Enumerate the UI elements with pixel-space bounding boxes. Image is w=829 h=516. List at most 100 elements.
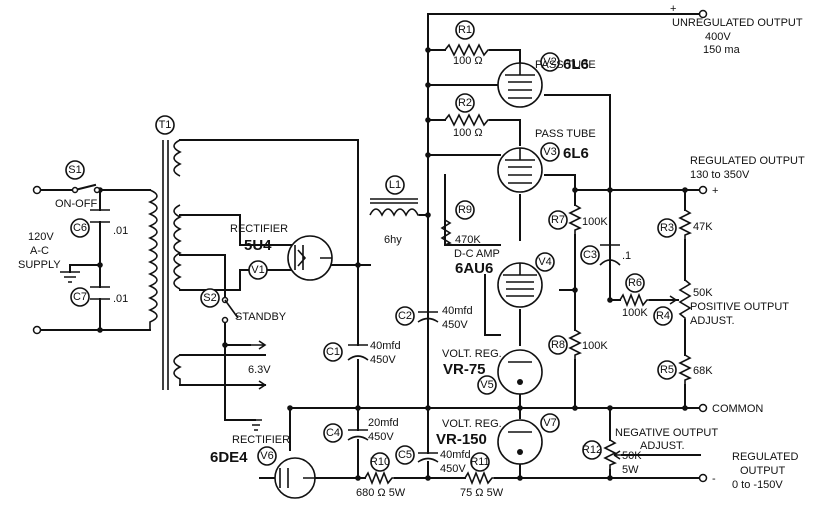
- tube-v2-symbol: [497, 62, 543, 108]
- svg-text:V1: V1: [251, 264, 264, 276]
- resistor-r9-symbol: [440, 219, 452, 246]
- c6-value: .01: [113, 225, 128, 237]
- tube-v5-symbol: [497, 349, 543, 395]
- svg-text:S1: S1: [68, 164, 81, 176]
- svg-text:R12: R12: [582, 444, 602, 456]
- c2-value-2: 450V: [442, 319, 468, 331]
- r10-value: 680 Ω 5W: [356, 487, 406, 499]
- id-v3: V3: [540, 142, 560, 162]
- c1-value-2: 450V: [370, 354, 396, 366]
- terminals: [32, 9, 708, 483]
- input-ac: A-C: [30, 245, 49, 257]
- id-r3: R3: [657, 218, 677, 238]
- capacitor-c2-symbol: [417, 311, 439, 323]
- resistor-r4-symbol: [678, 279, 692, 320]
- v3-type: 6L6: [563, 145, 589, 162]
- svg-text:T1: T1: [159, 119, 172, 131]
- svg-text:V6: V6: [260, 450, 273, 462]
- id-c1: C1: [323, 342, 343, 362]
- id-r1: R1: [455, 20, 475, 40]
- capacitor-c3-symbol: [599, 244, 621, 266]
- v5-role: VOLT. REG.: [442, 348, 502, 360]
- wiring: [39, 13, 701, 479]
- tube-v1-symbol: [287, 235, 333, 281]
- r6-value: 100K: [622, 307, 648, 319]
- svg-text:V3: V3: [543, 146, 556, 158]
- id-r9: R9: [455, 200, 475, 220]
- svg-text:C4: C4: [326, 427, 340, 439]
- switches: [71, 186, 239, 324]
- id-r11: R11: [470, 452, 490, 472]
- s2-label: STANDBY: [235, 311, 287, 323]
- svg-text:C5: C5: [398, 449, 412, 461]
- r12-value-1: 50K: [622, 450, 642, 462]
- svg-text:C6: C6: [73, 222, 87, 234]
- v4-role: D-C AMP: [454, 248, 500, 260]
- v3-role: PASS TUBE: [535, 128, 596, 140]
- resistor-r8-symbol: [568, 329, 582, 360]
- unregulated-voltage: 400V: [705, 31, 731, 43]
- id-c2: C2: [395, 306, 415, 326]
- ground-symbol: [60, 271, 262, 431]
- svg-text:L1: L1: [389, 179, 401, 191]
- r3-value: 47K: [693, 221, 713, 233]
- resistor-r10-symbol: [364, 470, 395, 486]
- terminal-common: [698, 403, 708, 413]
- id-t1: T1: [155, 115, 175, 135]
- id-s2: S2: [200, 288, 220, 308]
- sign-negative: -: [712, 473, 716, 485]
- id-c4: C4: [323, 423, 343, 443]
- id-r8: R8: [548, 335, 568, 355]
- resistor-r1-symbol: [444, 43, 490, 57]
- id-r12: R12: [582, 440, 602, 460]
- svg-text:R7: R7: [551, 214, 565, 226]
- c7-value: .01: [113, 293, 128, 305]
- resistor-r2-symbol: [444, 113, 490, 127]
- id-v7: V7: [540, 413, 560, 433]
- terminal-ac-top: [32, 185, 42, 195]
- resistor-r11-symbol: [464, 470, 495, 486]
- v2-role: PASS TUBE: [535, 59, 596, 71]
- r4-label-1: POSITIVE OUTPUT: [690, 301, 789, 313]
- negative-title-1: REGULATED: [732, 451, 798, 463]
- v5-type: VR-75: [443, 361, 486, 378]
- svg-text:V7: V7: [543, 417, 556, 429]
- svg-text:V4: V4: [538, 256, 551, 268]
- svg-text:C3: C3: [583, 249, 597, 261]
- capacitor-c5-symbol: [417, 452, 439, 463]
- id-r7: R7: [548, 210, 568, 230]
- common-label: COMMON: [712, 403, 763, 415]
- id-v2: V2: [540, 52, 560, 72]
- id-r4: R4: [653, 306, 673, 326]
- r5-value: 68K: [693, 365, 713, 377]
- svg-text:R2: R2: [458, 97, 472, 109]
- terminal-unregulated: [698, 9, 708, 19]
- svg-text:R10: R10: [370, 456, 390, 468]
- input-supply: SUPPLY: [18, 259, 61, 271]
- r8-value: 100K: [582, 340, 608, 352]
- r7-value: 100K: [582, 216, 608, 228]
- capacitor-c6-symbol: [90, 209, 110, 223]
- unregulated-title: UNREGULATED OUTPUT: [672, 17, 803, 29]
- id-l1: L1: [385, 175, 405, 195]
- tube-v7-symbol: [497, 419, 543, 465]
- id-r5: R5: [657, 360, 677, 380]
- c4-value-1: 20mfd: [368, 417, 399, 429]
- negative-range: 0 to -150V: [732, 479, 783, 491]
- v2-type: 6L6: [563, 56, 589, 73]
- terminal-ac-bottom: [32, 325, 42, 335]
- id-v1: V1: [248, 260, 268, 280]
- r12-label-2: ADJUST.: [640, 440, 685, 452]
- resistor-r7-symbol: [568, 204, 582, 235]
- id-s1: S1: [65, 160, 85, 180]
- input-voltage: 120V: [28, 231, 54, 243]
- tube-v6-symbol: [274, 457, 316, 499]
- id-c7: C7: [70, 287, 90, 307]
- r12-label-1: NEGATIVE OUTPUT: [615, 427, 718, 439]
- c5-value-1: 40mfd: [440, 449, 471, 461]
- v7-type: VR-150: [436, 431, 487, 448]
- svg-text:R11: R11: [470, 456, 489, 468]
- capacitor-c4-symbol: [347, 429, 369, 441]
- svg-text:R5: R5: [660, 364, 674, 376]
